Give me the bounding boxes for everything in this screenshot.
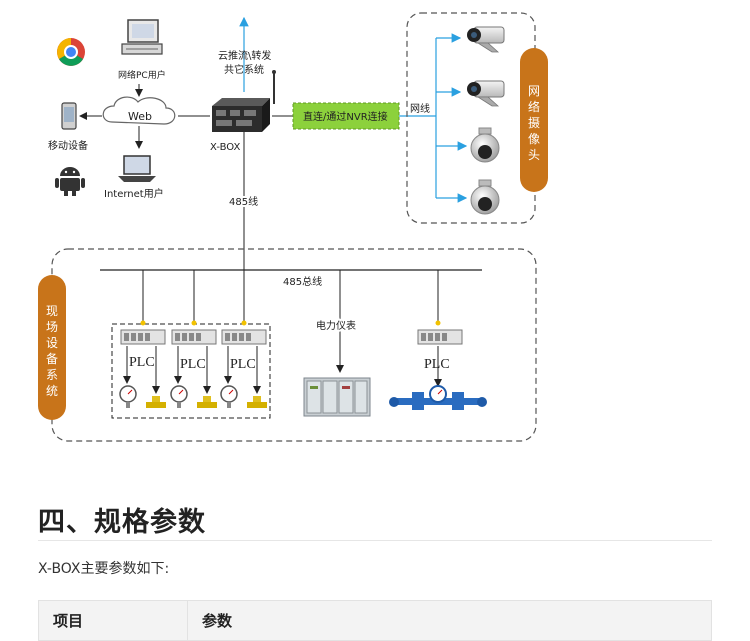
- web-cloud: [102, 96, 176, 125]
- camera-group-tag: [520, 48, 548, 192]
- nvr-connection-label: 直连/通过NVR连接: [303, 110, 388, 123]
- flow-meter-pipeline-icon: [389, 385, 487, 410]
- plc-label: PLC: [424, 357, 450, 372]
- chrome-icon: [57, 38, 85, 66]
- plc-label: PLC: [180, 357, 206, 372]
- section-intro: X-BOX主要参数如下:: [38, 561, 170, 577]
- power-meter-label: 电力仪表: [316, 319, 356, 332]
- desktop-pc-icon: [121, 19, 163, 55]
- mobile-device-label: 移动设备: [48, 139, 88, 152]
- plc-module: [120, 320, 166, 345]
- bullet-camera-icon: [467, 26, 505, 53]
- field-group-border: [51, 248, 537, 442]
- svg-text:场: 场: [46, 320, 58, 334]
- svg-text:设: 设: [46, 336, 58, 350]
- svg-text:络: 络: [528, 99, 540, 114]
- cloud-push-label-2: 共它系统: [224, 63, 264, 76]
- xbox-device: [212, 70, 276, 132]
- xbox-label: X-BOX: [210, 142, 241, 153]
- spec-table: 项目 参数: [38, 600, 712, 641]
- section-title: 四、规格参数: [38, 507, 206, 538]
- svg-text:网: 网: [528, 84, 540, 98]
- camera-group-border: [406, 12, 536, 224]
- nvr-connection-box: [292, 102, 400, 130]
- dome-camera-icon: [470, 179, 500, 215]
- network-cable-label: 网线: [410, 102, 430, 115]
- plc-module: [221, 320, 267, 345]
- network-pc-user-label: 网络PC用户: [118, 69, 166, 81]
- valve-icon: [197, 396, 217, 408]
- cloud-push-label-1: 云推流\转发: [218, 49, 271, 62]
- valve-icon: [146, 396, 166, 408]
- plc-label: PLC: [129, 355, 155, 370]
- system-architecture-diagram: 网络PC用户 Web 移动设备 Internet用户 云推流\转发 共它系统: [38, 12, 548, 442]
- field-group-tag: [38, 275, 66, 420]
- svg-text:摄: 摄: [528, 115, 540, 130]
- svg-text:备: 备: [46, 352, 58, 366]
- web-cloud-label: Web: [128, 110, 152, 123]
- power-cabinet-icon: [303, 377, 371, 417]
- laptop-icon: [118, 155, 156, 182]
- bullet-camera-icon: [467, 80, 505, 107]
- field-group-tag-label: 现 场 设 备 系 统: [46, 304, 58, 398]
- svg-text:统: 统: [46, 384, 58, 398]
- internet-user-label: Internet用户: [104, 187, 164, 200]
- plc-label: PLC: [230, 357, 256, 372]
- pressure-gauge-icon: [220, 385, 238, 408]
- table-header-param: 参数: [187, 600, 712, 641]
- section-divider: [38, 540, 712, 541]
- table-header-row: 项目 参数: [38, 600, 712, 641]
- table-header-item: 项目: [38, 600, 188, 641]
- rs485-line-label: 485线: [229, 195, 258, 208]
- svg-text:系: 系: [46, 368, 58, 382]
- dome-camera-icon: [470, 127, 500, 163]
- pressure-gauge-icon: [119, 385, 137, 408]
- plc-module: [417, 320, 463, 345]
- svg-text:现: 现: [46, 304, 58, 318]
- plc-module: [171, 320, 217, 345]
- camera-group-tag-label: 网 络 摄 像 头: [528, 84, 540, 162]
- svg-text:头: 头: [528, 148, 540, 162]
- valve-icon: [247, 396, 267, 408]
- android-icon: [55, 167, 85, 196]
- plc-cluster-border: [111, 323, 271, 419]
- svg-text:像: 像: [528, 132, 540, 146]
- mobile-phone-icon: [61, 102, 77, 130]
- pressure-gauge-icon: [170, 385, 188, 408]
- rs485-bus-label: 485总线: [283, 275, 322, 288]
